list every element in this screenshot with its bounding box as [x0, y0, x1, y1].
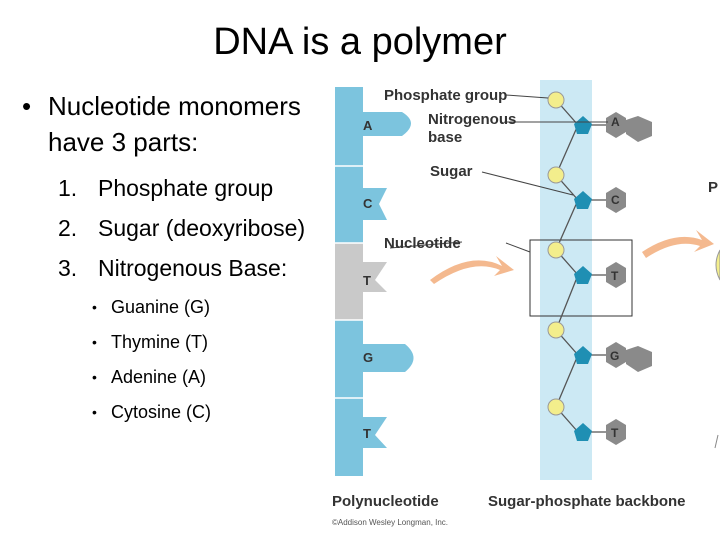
list-text: Sugar (deoxyribose): [98, 215, 306, 241]
backbone-base-label: C: [611, 193, 620, 207]
base-shape-t: [363, 262, 387, 292]
base-shape-t: [363, 417, 387, 448]
list-text: Adenine (A): [111, 367, 207, 387]
base-shape-g: [363, 344, 414, 372]
list-number: 1.: [58, 175, 78, 201]
list-item: • Guanine (G): [92, 290, 332, 325]
base-shape-c: [363, 188, 387, 220]
base-ring-icon: [626, 346, 652, 372]
backbone-chain: A C T G T: [547, 91, 652, 445]
bullet-dot: •: [92, 299, 97, 315]
bullet-dot: •: [92, 404, 97, 420]
sugar-icon: [574, 116, 592, 134]
phosphate-group-label: Phosphate group: [384, 87, 507, 104]
copyright-text: ©Addison Wesley Longman, Inc.: [332, 518, 448, 527]
main-bullet-text: Nucleotide monomers have 3 parts:: [48, 91, 301, 157]
phosphate-icon: [547, 241, 565, 259]
leader-line: [389, 241, 463, 249]
bullet-dot: •: [92, 369, 97, 385]
list-text: Thymine (T): [111, 332, 209, 352]
strand-segment-highlighted: [335, 243, 363, 320]
base-hexagon-icon: [606, 187, 626, 213]
phosphate-icon: [547, 398, 565, 416]
parts-list: 1. Phosphate group 2. Sugar (deoxyribose…: [58, 168, 348, 288]
list-number: 2.: [58, 215, 78, 241]
partial-line: [714, 434, 719, 449]
nitrogenous-base-label: Nitrogenous: [428, 111, 516, 128]
partial-phosphate-icon: [715, 249, 720, 281]
list-text: Nitrogenous Base:: [98, 255, 288, 281]
bullet-dot: •: [22, 91, 32, 121]
bullet-dot: •: [92, 334, 97, 350]
arrow-right-icon: [430, 256, 514, 284]
backbone-base-label: T: [611, 426, 619, 440]
strand-segment: [335, 87, 363, 166]
list-number: 3.: [58, 255, 78, 281]
phosphate-icon: [547, 166, 565, 184]
slide-title: DNA is a polymer: [213, 21, 507, 63]
main-bullet: • Nucleotide monomers have 3 parts:: [22, 88, 352, 160]
list-item: • Cytosine (C): [92, 395, 332, 430]
backbone-label: Sugar-phosphate backbone: [488, 493, 686, 510]
base-shape-a: [363, 112, 411, 136]
base-ring-icon: [626, 116, 652, 142]
nucleotide-label: Nucleotide: [384, 235, 461, 252]
partial-edge-label: P: [708, 179, 718, 196]
strand-base-label: A: [363, 118, 373, 133]
arrow-right-icon: [642, 230, 714, 258]
list-text: Cytosine (C): [111, 402, 212, 422]
sugar-icon: [574, 191, 592, 209]
leader-line: [481, 171, 574, 196]
strand-segment: [335, 320, 363, 398]
base-hexagon-icon: [606, 112, 626, 138]
polynucleotide-strand: A C T G T: [335, 87, 414, 476]
bases-list: • Guanine (G) • Thymine (T) • Adenine (A…: [92, 290, 332, 430]
list-item: • Thymine (T): [92, 325, 332, 360]
list-item: 3. Nitrogenous Base:: [58, 248, 348, 288]
list-item: 1. Phosphate group: [58, 168, 348, 208]
strand-segment: [335, 398, 363, 476]
strand-segment: [335, 166, 363, 243]
sugar-icon: [574, 423, 592, 441]
backbone-base-label: T: [611, 269, 619, 283]
dna-polymer-diagram: A C T G T A C T G: [332, 80, 720, 527]
list-text: Phosphate group: [98, 175, 274, 201]
nitrogenous-base-label-line2: base: [428, 129, 462, 146]
sugar-icon: [574, 266, 592, 284]
leader-line: [505, 242, 531, 253]
polynucleotide-label: Polynucleotide: [332, 493, 439, 510]
strand-base-label: C: [363, 196, 373, 211]
base-hexagon-icon: [606, 342, 626, 368]
leader-line: [505, 94, 549, 99]
list-text: Guanine (G): [111, 297, 211, 317]
strand-base-label: G: [363, 350, 373, 365]
base-hexagon-icon: [606, 419, 626, 445]
phosphate-icon: [547, 91, 565, 109]
strand-base-label: T: [363, 426, 371, 441]
backbone-base-label: G: [610, 349, 619, 363]
nucleotide-box: [529, 239, 633, 317]
backbone-base-label: A: [611, 115, 620, 129]
phosphate-icon: [547, 321, 565, 339]
list-item: 2. Sugar (deoxyribose): [58, 208, 348, 248]
sugar-label: Sugar: [430, 163, 473, 180]
base-hexagon-icon: [606, 262, 626, 288]
strand-base-label: T: [363, 273, 371, 288]
sugar-icon: [574, 346, 592, 364]
list-item: • Adenine (A): [92, 360, 332, 395]
backbone-links: [555, 99, 579, 433]
